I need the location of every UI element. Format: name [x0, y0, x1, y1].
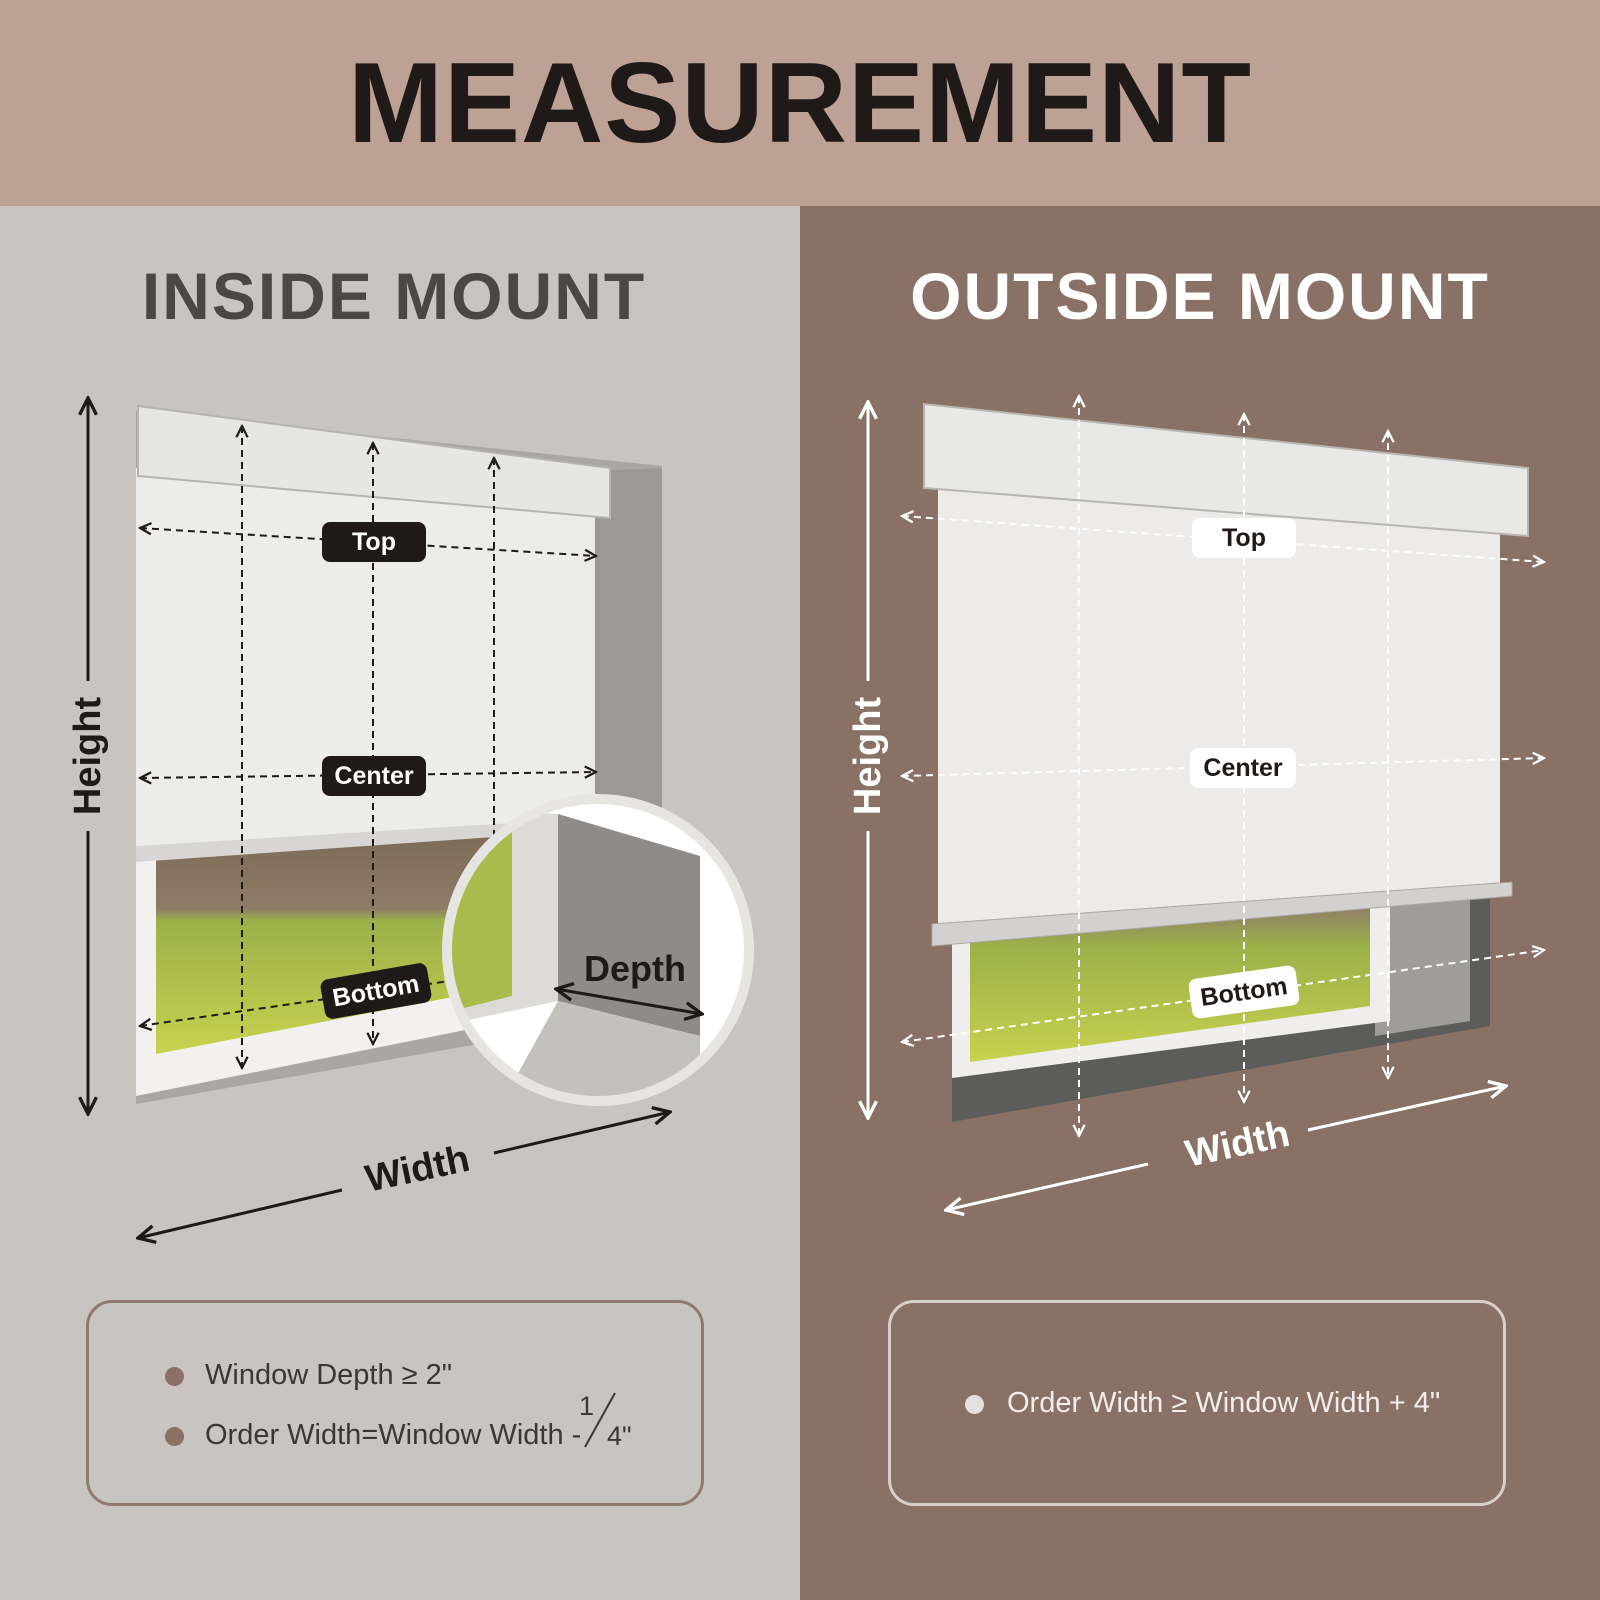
width-arrow-right	[493, 1112, 670, 1155]
inside-mount-panel: INSIDE MOUNT	[0, 206, 800, 1600]
inside-mount-diagram: Depth Height Width Top Center Bottom	[67, 206, 754, 1600]
depth-magnifier	[451, 803, 745, 1097]
bottom-tag: Bottom	[320, 963, 432, 1019]
svg-text:Top: Top	[1222, 524, 1266, 552]
outside-mount-heading: OUTSIDE MOUNT	[910, 259, 1490, 333]
bottom-rail	[136, 818, 595, 862]
outside-note-width: Order Width ≥ Window Width + 4"	[1007, 1387, 1441, 1419]
width-label: Width	[1182, 1113, 1294, 1176]
fraction-numerator: 1	[579, 1391, 595, 1421]
inside-note-depth: Window Depth ≥ 2"	[205, 1359, 453, 1391]
fraction-slash	[584, 1392, 616, 1448]
title-banner: MEASUREMENT	[0, 0, 1600, 206]
svg-text:Center: Center	[334, 762, 413, 790]
inside-note-width: Order Width=Window Width -	[205, 1419, 582, 1451]
center-tag: Center	[322, 756, 426, 796]
magnifier-ring	[442, 794, 754, 1106]
width-arrow-right	[1307, 1086, 1506, 1132]
center-tag: Center	[1190, 748, 1296, 788]
note-bullet	[165, 1367, 184, 1386]
height-label: Height	[67, 697, 109, 816]
top-tag: Top	[1192, 518, 1296, 558]
top-tag: Top	[322, 522, 426, 562]
outside-mount-panel: OUTSIDE MOUNT Height	[800, 206, 1600, 1600]
page-title: MEASUREMENT	[347, 40, 1253, 167]
outside-mount-diagram: Height Width Top Center Bottom	[847, 206, 1600, 1600]
height-label: Height	[847, 697, 889, 816]
outside-notes-box: Order Width ≥ Window Width + 4"	[888, 1300, 1506, 1506]
shade-fabric	[136, 468, 595, 856]
width-arrow-left	[946, 1162, 1149, 1210]
width-label: Width	[362, 1138, 474, 1201]
depth-label: Depth	[584, 948, 686, 989]
svg-text:Center: Center	[1203, 754, 1282, 782]
fraction-denominator: 4"	[607, 1421, 632, 1451]
inside-notes-box: Window Depth ≥ 2" Order Width=Window Wid…	[86, 1300, 704, 1506]
bottom-tag: Bottom	[1188, 965, 1300, 1019]
width-arrow-left	[138, 1188, 343, 1238]
svg-text:Top: Top	[352, 528, 396, 556]
inside-mount-heading: INSIDE MOUNT	[141, 259, 647, 333]
note-bullet	[965, 1395, 984, 1414]
depth-arrow	[556, 989, 702, 1014]
note-bullet	[165, 1427, 184, 1446]
